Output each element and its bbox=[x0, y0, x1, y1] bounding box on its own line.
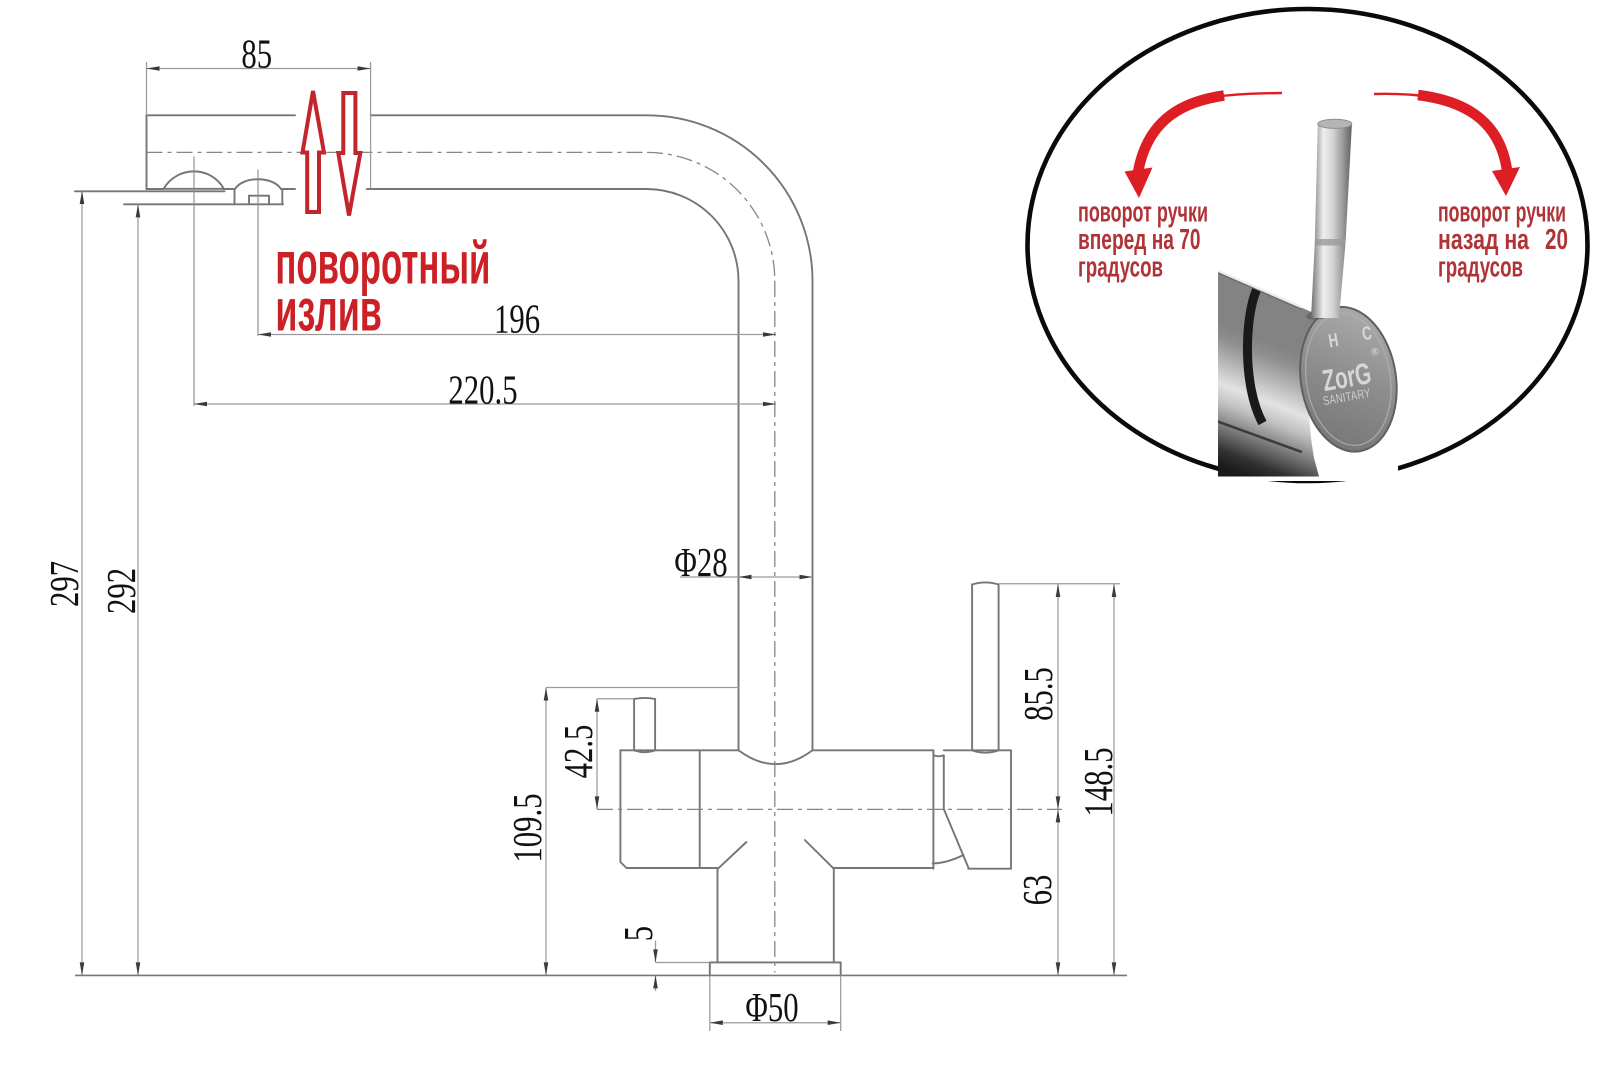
svg-text:292: 292 bbox=[99, 568, 144, 614]
svg-text:63: 63 bbox=[1015, 875, 1060, 906]
svg-text:148.5: 148.5 bbox=[1076, 747, 1121, 816]
svg-text:C: C bbox=[1360, 323, 1373, 345]
svg-text:градусов: градусов bbox=[1078, 251, 1163, 283]
svg-text:Φ50: Φ50 bbox=[745, 985, 798, 1030]
svg-text:поворот ручки: поворот ручки bbox=[1438, 197, 1566, 229]
svg-text:H: H bbox=[1327, 330, 1340, 352]
svg-text:5: 5 bbox=[616, 926, 661, 941]
svg-text:42.5: 42.5 bbox=[556, 725, 601, 779]
svg-text:196: 196 bbox=[494, 296, 540, 341]
svg-text:поворотный: поворотный bbox=[275, 231, 490, 297]
svg-text:85.5: 85.5 bbox=[1016, 667, 1061, 721]
svg-text:вперед на 70: вперед на 70 bbox=[1078, 224, 1201, 256]
svg-text:85: 85 bbox=[241, 31, 272, 76]
svg-text:Φ28: Φ28 bbox=[674, 540, 727, 585]
svg-text:поворот ручки: поворот ручки bbox=[1078, 197, 1208, 229]
svg-text:220.5: 220.5 bbox=[448, 367, 517, 412]
svg-text:109.5: 109.5 bbox=[505, 793, 550, 862]
svg-text:20: 20 bbox=[1545, 224, 1568, 256]
svg-text:назад на: назад на bbox=[1438, 224, 1530, 256]
svg-text:градусов: градусов bbox=[1438, 251, 1523, 283]
svg-text:297: 297 bbox=[42, 561, 87, 607]
svg-text:®: ® bbox=[1370, 346, 1380, 358]
svg-text:излив: излив bbox=[275, 278, 382, 344]
